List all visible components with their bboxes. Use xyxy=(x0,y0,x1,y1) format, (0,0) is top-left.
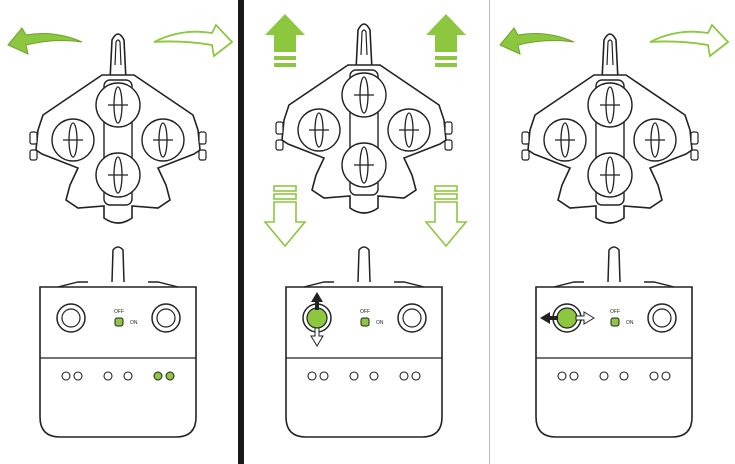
switch-on-label: ON xyxy=(130,320,138,326)
remote-controller: OFF ON xyxy=(39,246,197,438)
switch-off-label: OFF xyxy=(114,309,124,315)
down-arrow-outline-icon xyxy=(424,185,468,248)
stick-right-arrow-icon xyxy=(575,311,595,325)
up-arrow-icon xyxy=(265,14,305,67)
rotate-left-arrow-icon xyxy=(499,27,575,55)
up-arrow-icon xyxy=(426,14,466,67)
drone-illustration xyxy=(29,33,207,224)
rotate-right-outline-arrow-icon xyxy=(649,23,730,58)
remote-controller: OFF ON xyxy=(285,246,443,438)
switch-on-label: ON xyxy=(626,320,634,326)
power-switch xyxy=(360,317,370,327)
rotate-left-arrow-icon xyxy=(7,27,83,55)
drone-illustration xyxy=(275,23,453,214)
panel-divider-thick xyxy=(238,0,244,464)
power-switch xyxy=(114,317,124,327)
stick-left-arrow-icon xyxy=(540,312,558,324)
remote-controller: OFF ON xyxy=(535,246,693,438)
panel-altitude: OFF ON xyxy=(263,14,468,438)
panel-divider-thin xyxy=(489,0,490,464)
power-switch xyxy=(610,317,620,327)
panel-rotate-left: OFF ON xyxy=(7,23,234,438)
trim-left-button xyxy=(153,371,163,381)
switch-off-label: OFF xyxy=(360,309,370,315)
trim-right-button xyxy=(165,371,175,381)
rotate-right-outline-arrow-icon xyxy=(153,23,234,58)
stick-up-arrow-icon xyxy=(311,292,323,310)
switch-on-label: ON xyxy=(376,320,384,326)
down-arrow-outline-icon xyxy=(263,185,307,248)
switch-off-label: OFF xyxy=(610,309,620,315)
stick-down-arrow-icon xyxy=(310,327,324,347)
panel-yaw-left: OFF ON xyxy=(499,23,730,438)
drone-illustration xyxy=(521,33,699,224)
